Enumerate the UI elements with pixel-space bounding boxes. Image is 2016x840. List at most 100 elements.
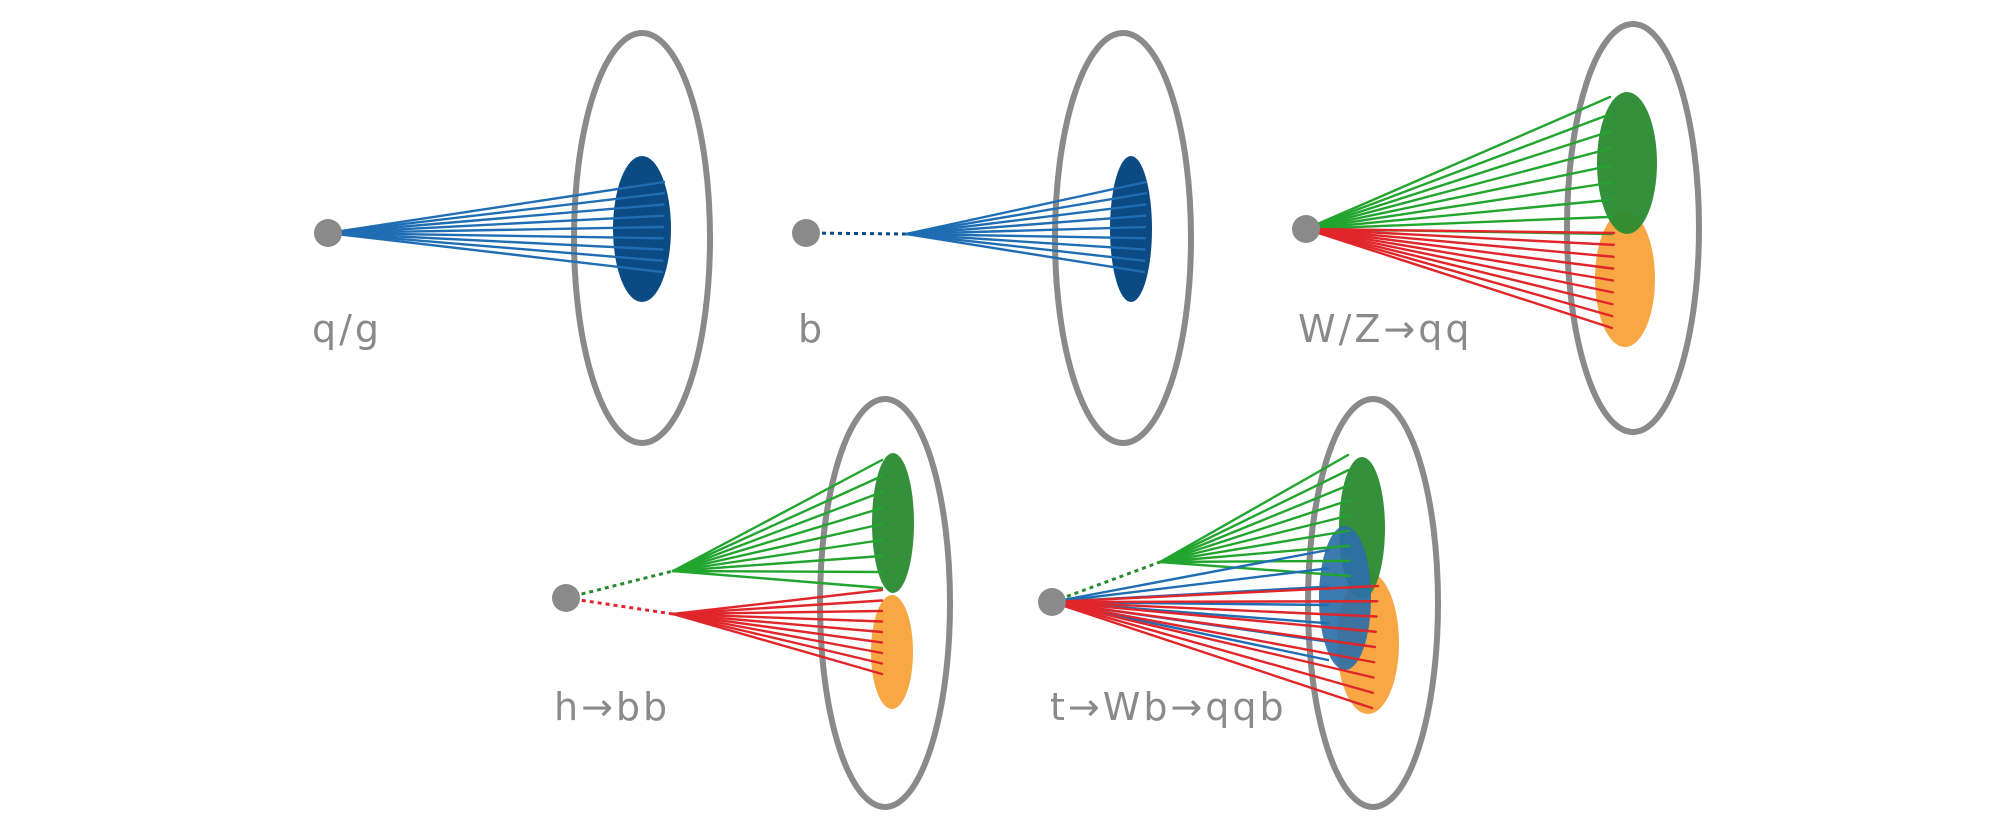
green-particle-line [1304,130,1612,231]
displaced-vertex-line [805,231,907,236]
blue-particle-line [326,192,665,235]
green-particle-line [1304,95,1612,231]
green-particle-line [1158,529,1351,564]
red-particle-line [671,609,884,616]
red-particle-line [1050,600,1374,710]
green-particle-line [671,554,884,573]
blue-particle-line [326,203,665,235]
green-particle-line [1304,112,1612,231]
blue-particle-line [326,231,664,262]
blue-particle-line [904,232,1146,274]
label-hbb: h→bb [554,685,671,729]
blue-particle-line [326,231,664,274]
orange-subjet [871,595,913,709]
jet-cone-outline [817,396,953,810]
displaced-vertex-line [565,569,674,600]
jet-cone-outline [1564,21,1702,435]
blue-particle-line [326,231,664,240]
red-particle-line [1304,227,1614,318]
blue-particle-line [1050,567,1330,604]
green-particle-line [1304,181,1613,231]
blue-particle-line [1050,548,1330,604]
red-particle-line [1304,227,1615,258]
blue-subjet [613,156,671,302]
displaced-vertex-line [1051,560,1161,604]
green-particle-line [671,569,884,590]
blue-particle-line [326,225,665,235]
displaced-vertex-line [565,596,674,616]
red-particle-line [1050,600,1378,618]
red-particle-line [1304,227,1615,282]
blue-particle-line [326,231,664,251]
red-particle-line [671,612,884,665]
green-particle-line [671,458,884,573]
green-particle-line [671,522,884,573]
green-particle-line [1158,544,1351,564]
red-particle-line [1304,227,1616,235]
red-particle-line [1304,227,1615,270]
red-particle-line [671,599,884,616]
red-particle-line [1050,600,1377,649]
green-particle-line [671,506,884,573]
green-particle-line [1158,499,1350,564]
origin-point [792,219,820,247]
red-particle-line [671,588,884,616]
jet-wz [1292,21,1702,435]
green-subjet [1597,92,1657,234]
green-particle-line [1304,164,1613,231]
red-particle-line [1304,227,1614,306]
green-particle-line [1158,514,1351,564]
label-b: b [798,307,826,351]
blue-particle-line [904,180,1148,236]
red-particle-line [671,612,884,634]
red-particle-line [671,612,884,623]
jet-cone-outline [1305,396,1441,810]
blue-particle-line [904,192,1147,236]
label-wz: W/Z→qq [1298,307,1473,351]
red-particle-line [1050,600,1379,604]
blue-particle-line [904,232,1146,251]
red-particle-line [1050,600,1376,664]
jet-qg [314,30,713,446]
green-particle-line [1158,560,1352,578]
origin-point [1292,215,1320,243]
green-particle-line [671,474,884,573]
origin-point [552,584,580,612]
green-particle-line [671,569,884,574]
blue-particle-line [904,232,1146,262]
green-particle-line [1158,468,1350,564]
blue-particle-line [326,180,666,235]
green-particle-line [1304,147,1612,231]
blue-particle-line [904,232,1146,240]
green-particle-line [1304,198,1613,231]
green-particle-line [1304,215,1613,231]
jet-b [792,30,1194,446]
label-qg: q/g [312,307,383,351]
red-particle-line [1304,227,1615,247]
red-particle-line [1304,227,1614,294]
origin-point [1038,588,1066,616]
jet-top [1038,396,1441,810]
blue-particle-line [904,214,1147,236]
blue-particle-line [326,214,665,235]
green-particle-line [1158,484,1350,564]
blue-particle-line [904,203,1147,236]
red-particle-line [1304,227,1614,330]
green-particle-line [1158,453,1350,564]
origin-point [314,219,342,247]
green-particle-line [671,490,884,573]
red-particle-line [1050,600,1374,694]
green-particle-line [671,538,884,573]
red-particle-line [1050,584,1380,604]
green-particle-line [1158,559,1351,564]
green-subjet [872,453,914,593]
red-particle-line [1050,600,1377,633]
red-particle-line [1050,600,1375,679]
red-particle-line [671,612,884,655]
label-top: t→Wb→qqb [1050,685,1287,729]
red-particle-line [671,612,884,676]
jet-cone-outline [1052,30,1194,446]
blue-subjet [1110,156,1152,302]
jet-hbb [552,396,953,810]
